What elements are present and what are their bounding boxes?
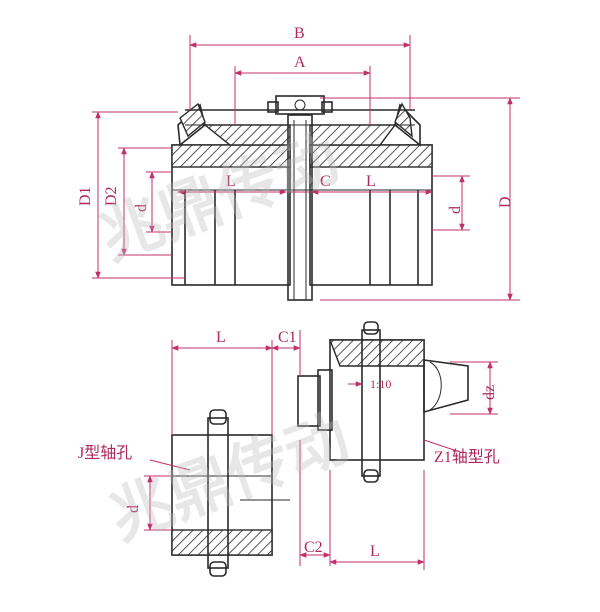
- label-B: B: [294, 25, 305, 42]
- z1-type-view: 1:10 C1 dz Z1轴型孔 C2 L: [271, 321, 500, 570]
- label-z1-type: Z1轴型孔: [434, 448, 500, 466]
- label-taper: 1:10: [370, 377, 391, 391]
- label-A: A: [294, 54, 306, 71]
- label-L-left: L: [226, 173, 236, 190]
- label-D2: D2: [103, 186, 120, 206]
- label-C: C: [320, 173, 331, 190]
- label-j-type: J型轴孔: [78, 444, 132, 462]
- j-type-view: L d J型轴孔: [78, 329, 290, 577]
- label-d-bottom: d: [125, 505, 142, 513]
- label-C1: C1: [278, 329, 297, 346]
- label-C2: C2: [304, 539, 323, 556]
- label-D: D: [497, 196, 514, 208]
- label-D1: D1: [77, 186, 94, 206]
- label-d-right: d: [447, 206, 464, 214]
- label-dz: dz: [481, 385, 498, 400]
- label-L-bottom-right: L: [370, 543, 380, 560]
- label-L-right: L: [366, 173, 376, 190]
- top-view: B A D1 D2 d L C L d D: [77, 25, 520, 301]
- center-disc: [287, 114, 313, 301]
- label-d-left: d: [133, 204, 150, 212]
- label-L-bottom-left: L: [216, 329, 226, 346]
